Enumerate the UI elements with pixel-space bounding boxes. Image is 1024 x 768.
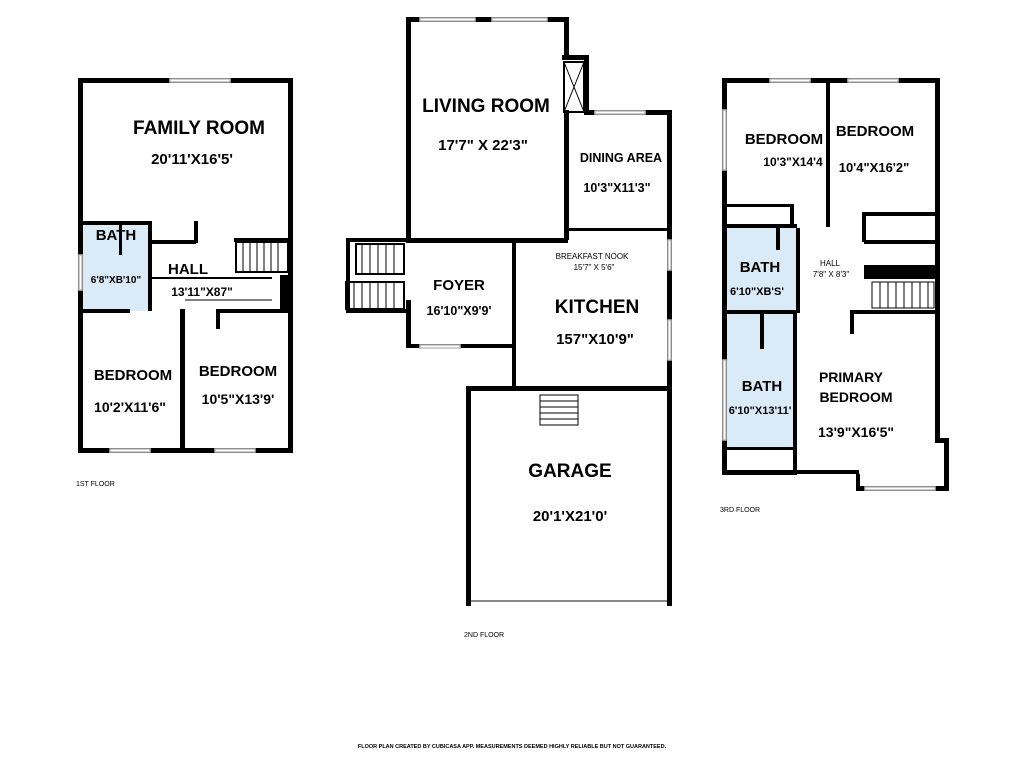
first-hall-label: HALL — [168, 261, 208, 278]
primary-bedroom-label-1: PRIMARY — [819, 369, 884, 385]
first-bath-label: BATH — [96, 227, 137, 244]
bath-fill — [82, 223, 149, 311]
second-floor-label: 2ND FLOOR — [464, 632, 504, 639]
third-bedroom-left-dims: 10'3"X14'4 — [763, 155, 823, 169]
kitchen-dims: 157"X10'9" — [556, 331, 634, 348]
first-bedroom-left-label: BEDROOM — [94, 367, 172, 384]
dining-area-dims: 10'3"X11'3" — [583, 181, 650, 195]
second-floor — [345, 17, 672, 606]
primary-bedroom-label-2: BEDROOM — [819, 389, 892, 405]
third-bath-lower-label: BATH — [742, 378, 783, 395]
living-room-label: LIVING ROOM — [422, 96, 550, 117]
living-room-dims: 17'7" X 22'3" — [438, 137, 528, 154]
first-bath-dims: 6'8"XB'10" — [91, 275, 142, 286]
first-hall-dims: 13'11"X87" — [171, 285, 233, 299]
third-floor — [722, 78, 949, 491]
garage-dims: 20'1'X21'0' — [533, 508, 607, 525]
first-bedroom-left-dims: 10'2'X11'6" — [94, 399, 166, 415]
third-floor-label: 3RD FLOOR — [720, 507, 760, 514]
disclaimer-text: FLOOR PLAN CREATED BY CUBICASA APP. MEAS… — [358, 744, 667, 750]
breakfast-nook-label: BREAKFAST NOOK — [556, 252, 629, 261]
third-bedroom-right-dims: 10'4"X16'2" — [839, 160, 910, 175]
first-bedroom-right-label: BEDROOM — [199, 363, 277, 380]
kitchen-label: KITCHEN — [555, 297, 639, 318]
family-room-label: FAMILY ROOM — [133, 118, 265, 139]
third-bath-upper-label: BATH — [740, 259, 781, 276]
foyer-dims: 16'10"X9'9' — [427, 304, 492, 318]
dining-area-label: DINING AREA — [580, 151, 662, 165]
third-hall-label: HALL — [820, 259, 841, 268]
bath-upper-fill — [726, 226, 796, 311]
first-bedroom-right-dims: 10'5"X13'9' — [202, 391, 275, 407]
breakfast-nook-dims: 15'7" X 5'6" — [574, 263, 615, 272]
primary-bedroom-dims: 13'9"X16'5" — [818, 424, 894, 440]
third-bedroom-right-label: BEDROOM — [836, 123, 914, 140]
third-hall-dims: 7'8" X 8'3" — [813, 270, 849, 279]
third-bath-lower-dims: 6'10"X13'11' — [729, 405, 792, 417]
third-bath-upper-dims: 6'10"XB'S' — [730, 286, 784, 298]
garage-label: GARAGE — [528, 461, 611, 482]
foyer-label: FOYER — [433, 277, 485, 294]
first-floor — [78, 78, 293, 453]
family-room-dims: 20'11'X16'5' — [151, 151, 233, 168]
first-floor-label: 1ST FLOOR — [76, 481, 115, 488]
third-bedroom-left-label: BEDROOM — [745, 131, 823, 148]
